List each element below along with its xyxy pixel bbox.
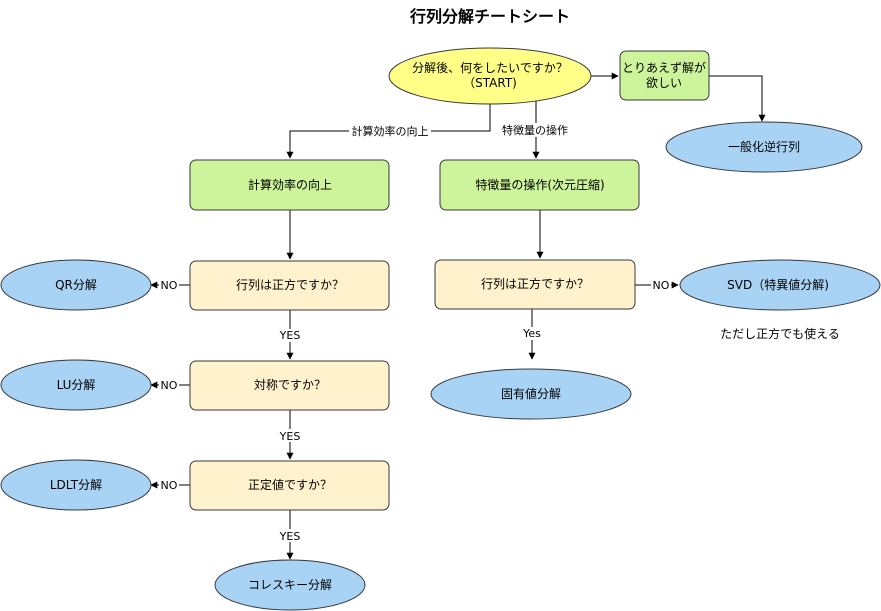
svd-node: SVD（特異値分解)	[679, 259, 881, 311]
pinv-node: 一般化逆行列	[665, 121, 863, 173]
start-node-line1: 分解後、何をしたいですか？	[412, 61, 568, 75]
edge-label-efficiency: 計算効率の向上	[352, 124, 429, 138]
qr-label: QR分解	[55, 278, 97, 292]
cholesky-node: コレスキー分解	[214, 559, 366, 611]
edge-label-no-ldlt: NO	[161, 479, 178, 492]
svd-note: ただし正方でも使える	[720, 326, 840, 341]
efficiency-label: 計算効率の向上	[248, 177, 332, 192]
efficiency-box: 計算効率の向上	[189, 159, 390, 211]
lu-node: LU分解	[0, 359, 152, 411]
square-question-right: 行列は正方ですか？	[434, 259, 636, 310]
eigen-label: 固有値分解	[501, 386, 561, 401]
edge-label-yes-3: YES	[279, 530, 301, 543]
edge-label-yes-eigen: Yes	[522, 327, 541, 340]
edge-labels: 計算効率の向上 特徴量の操作 NO YES NO YES NO YES Yes …	[159, 123, 671, 543]
square-question-right-label: 行列は正方ですか？	[481, 276, 589, 291]
square-question-left-label: 行列は正方ですか？	[236, 277, 344, 292]
edge-label-feature: 特徴量の操作	[502, 123, 568, 137]
quick-solution-line2: 欲しい	[646, 76, 682, 90]
edge-label-no-qr: NO	[161, 279, 178, 292]
symmetric-question-label: 対称ですか？	[254, 378, 326, 392]
cholesky-label: コレスキー分解	[248, 578, 332, 592]
pinv-label: 一般化逆行列	[728, 139, 800, 154]
start-node-line2: （START)	[463, 76, 517, 90]
feature-label: 特徴量の操作(次元圧縮)	[475, 177, 604, 192]
quick-solution-box: とりあえず解が 欲しい	[619, 50, 710, 101]
lu-label: LU分解	[57, 378, 96, 392]
edge-label-yes-1: YES	[279, 329, 301, 342]
edge-label-no-lu: NO	[161, 379, 178, 392]
ldlt-node: LDLT分解	[0, 459, 152, 511]
ldlt-label: LDLT分解	[50, 478, 102, 492]
qr-node: QR分解	[0, 259, 152, 311]
square-question-left: 行列は正方ですか？	[189, 260, 390, 311]
diagram-title: 行列分解チートシート	[409, 7, 570, 26]
feature-box: 特徴量の操作(次元圧縮)	[439, 159, 640, 211]
edge-quick-pinv	[709, 75, 766, 122]
quick-solution-line1: とりあえず解が	[622, 60, 706, 75]
edge-label-no-svd: NO	[653, 279, 670, 292]
posdef-question-label: 正定値ですか？	[248, 477, 332, 492]
edge-label-yes-2: YES	[279, 430, 301, 443]
symmetric-question: 対称ですか？	[189, 360, 390, 411]
eigen-node: 固有値分解	[430, 368, 632, 420]
start-node: 分解後、何をしたいですか？ （START)	[388, 47, 592, 105]
posdef-question: 正定値ですか？	[189, 460, 390, 511]
svd-label: SVD（特異値分解)	[727, 277, 829, 292]
